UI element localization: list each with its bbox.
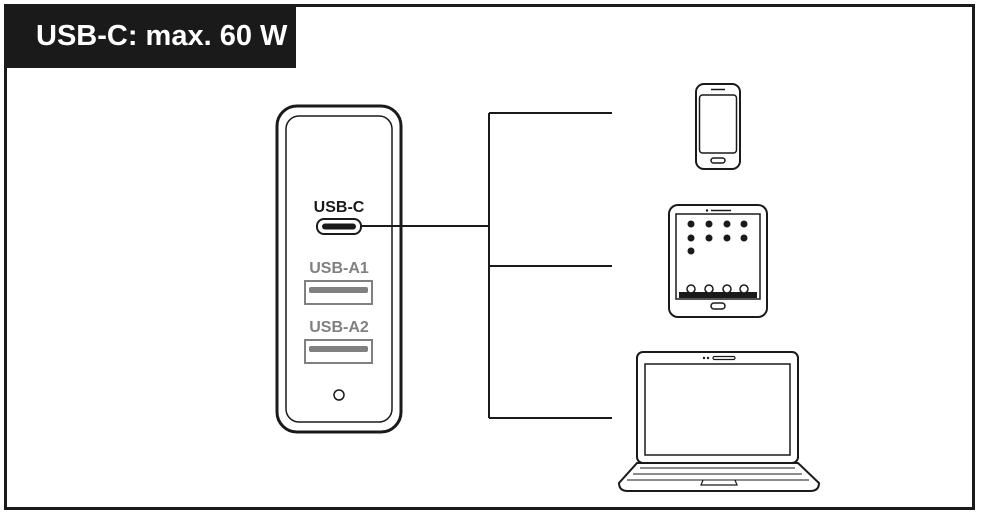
usb-c-label: USB-C <box>314 199 365 216</box>
usb-c-port-tongue <box>322 223 356 230</box>
status-led <box>333 389 345 401</box>
usb-a1-port-tongue <box>309 287 368 293</box>
usb-a2-port <box>304 339 373 364</box>
charger: USB-C USB-A1 USB-A2 <box>275 104 403 434</box>
smartphone-icon <box>695 83 741 170</box>
diagram-frame <box>4 4 975 510</box>
usb-a1-label: USB-A1 <box>309 260 369 277</box>
connection-lines <box>361 112 612 419</box>
tablet-icon <box>668 204 768 318</box>
title-bar: USB-C: max. 60 W <box>4 4 296 68</box>
charger-outer-body <box>275 104 403 434</box>
charger-inner-panel <box>285 115 393 423</box>
usb-a2-label: USB-A2 <box>309 319 369 336</box>
usb-a2-port-tongue <box>309 346 368 352</box>
laptop-icon <box>617 351 821 492</box>
usb-a1-port <box>304 280 373 305</box>
title-text: USB-C: max. 60 W <box>36 19 288 52</box>
